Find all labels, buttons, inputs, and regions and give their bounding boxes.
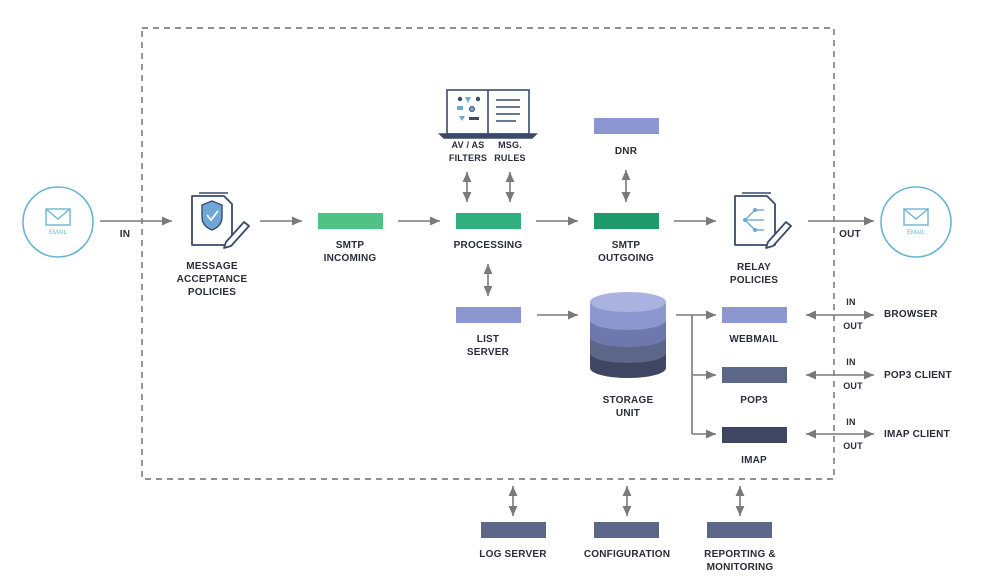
email-icon bbox=[903, 208, 929, 226]
list-server-bar bbox=[456, 307, 521, 323]
flow-out-label: OUT bbox=[839, 229, 861, 240]
storage-unit-label: STORAGE UNIT bbox=[602, 395, 654, 419]
document-shield-icon bbox=[191, 192, 250, 249]
browser-label: BROWSER bbox=[884, 309, 938, 320]
pop3-client-label: POP3 CLIENT bbox=[884, 370, 952, 381]
email-out-label: EMAIL bbox=[906, 230, 925, 236]
email-icon bbox=[45, 208, 71, 226]
pop3-in-label: IN bbox=[846, 357, 856, 367]
browser-in-label: IN bbox=[846, 297, 856, 307]
msg-rules-label: MSG. RULES bbox=[494, 140, 526, 163]
av-as-filters-label: AV / AS FILTERS bbox=[448, 140, 488, 163]
imap-bar bbox=[722, 427, 787, 443]
flow-in-label: IN bbox=[119, 229, 131, 240]
email-out-node bbox=[880, 186, 952, 258]
webmail-bar bbox=[722, 307, 787, 323]
browser-out-label: OUT bbox=[843, 321, 863, 331]
imap-client-label: IMAP CLIENT bbox=[884, 429, 950, 440]
processing-label: PROCESSING bbox=[453, 240, 523, 251]
dnr-bar bbox=[594, 118, 659, 134]
processing-bar bbox=[456, 213, 521, 229]
imap-in-label: IN bbox=[846, 417, 856, 427]
pop3-out-label: OUT bbox=[843, 381, 863, 391]
email-in-label: EMAIL bbox=[48, 230, 67, 236]
webmail-label: WEBMAIL bbox=[729, 334, 779, 345]
configuration-label: CONFIGURATION bbox=[583, 549, 671, 560]
smtp-incoming-bar bbox=[318, 213, 383, 229]
imap-label: IMAP bbox=[741, 455, 767, 466]
message-acceptance-label: MESSAGE ACCEPTANCE POLICIES bbox=[176, 261, 248, 298]
database-icon bbox=[590, 292, 666, 378]
list-server-label: LIST SERVER bbox=[466, 334, 510, 358]
relay-policies-label: RELAY POLICIES bbox=[729, 262, 779, 286]
smtp-outgoing-label: SMTP OUTGOING bbox=[597, 240, 655, 264]
smtp-incoming-label: SMTP INCOMING bbox=[323, 240, 377, 264]
email-in-node bbox=[22, 186, 94, 258]
server-boundary bbox=[141, 27, 835, 480]
dnr-label: DNR bbox=[614, 146, 638, 157]
laptop-filters-icon bbox=[438, 89, 538, 139]
imap-out-label: OUT bbox=[843, 441, 863, 451]
flow-arrows bbox=[100, 170, 874, 516]
log-server-bar bbox=[481, 522, 546, 538]
pop3-bar bbox=[722, 367, 787, 383]
smtp-outgoing-bar bbox=[594, 213, 659, 229]
pop3-label: POP3 bbox=[740, 395, 768, 406]
configuration-bar bbox=[594, 522, 659, 538]
reporting-label: REPORTING & MONITORING bbox=[704, 549, 776, 573]
reporting-bar bbox=[707, 522, 772, 538]
log-server-label: LOG SERVER bbox=[479, 549, 547, 560]
document-network-icon bbox=[734, 192, 792, 249]
